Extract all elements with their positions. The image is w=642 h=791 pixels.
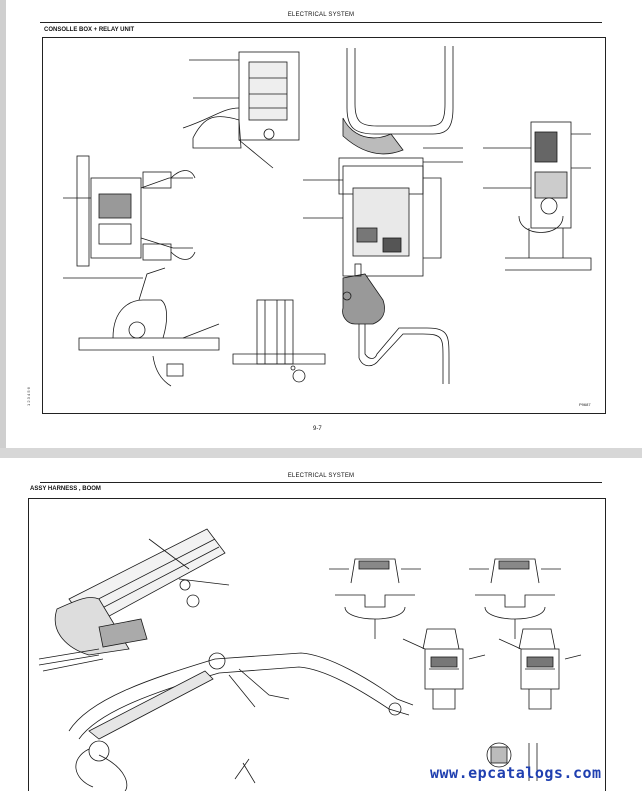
boom-harness-diagram [38, 528, 582, 791]
relay-box-drawing [63, 155, 196, 279]
main-panel-drawing [303, 147, 463, 277]
handle-cable-drawing [338, 46, 454, 195]
section-title: ASSY HARNESS , BOOM [30, 486, 101, 492]
boom-section-drawing [38, 528, 230, 672]
header-rule [40, 482, 602, 483]
joystick-harness-drawing [342, 263, 450, 384]
connector-detail-b-left [329, 558, 421, 639]
connector-detail-c-right [498, 628, 582, 710]
header-rule [40, 22, 602, 23]
section-title: CONSOLLE BOX + RELAY UNIT [44, 27, 135, 33]
page-2: ELECTRICAL SYSTEM ASSY HARNESS , BOOM [0, 458, 642, 791]
page-number: 9-7 [313, 426, 322, 432]
page-edge-shadow [0, 0, 6, 448]
watermark: www.epcatalogs.com [430, 764, 602, 782]
running-head: ELECTRICAL SYSTEM [287, 473, 355, 479]
boom-arm-drawing [68, 652, 414, 791]
battery-detail-drawing [182, 51, 300, 169]
drawing-frame: P9687 [42, 37, 606, 414]
connector-detail-b-right [469, 558, 561, 639]
running-head: ELECTRICAL SYSTEM [287, 12, 355, 18]
console-structure-drawing [232, 299, 326, 383]
relay-unit-drawing [483, 121, 592, 271]
drawing-frame [28, 498, 606, 791]
lever-lock-drawing [78, 267, 220, 387]
connector-detail-c-left [402, 628, 486, 710]
drawing-ref-code: P9687 [579, 402, 591, 407]
page-1: ELECTRICAL SYSTEM CONSOLLE BOX + RELAY U… [0, 0, 642, 448]
side-code: 1 2 3 4 5 6 [26, 387, 31, 406]
sensor-drawing [234, 742, 538, 784]
wiring-diagram [63, 46, 592, 387]
